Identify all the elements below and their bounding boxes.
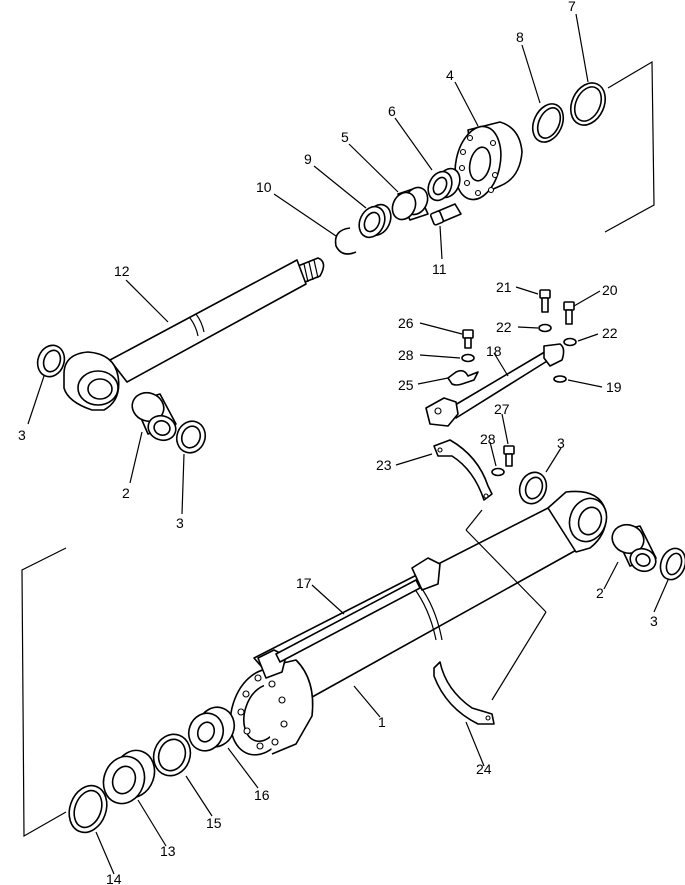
callout-labels: 7 8 4 6 5 9 10 11 12 3 2 3 21 20 22 22 2… <box>18 0 658 885</box>
callout-28b: 28 <box>480 431 496 447</box>
piston-rod-part <box>63 257 325 411</box>
bushing-part-5 <box>391 186 429 221</box>
callout-11: 11 <box>432 261 447 277</box>
pin-bushing-part-2b <box>611 523 657 573</box>
callout-23: 23 <box>376 457 392 473</box>
piston-part-13 <box>102 749 156 805</box>
callout-24: 24 <box>476 761 492 777</box>
clamp-link-line-a <box>465 509 483 531</box>
leader-lines <box>27 13 669 875</box>
callout-9: 9 <box>304 151 312 167</box>
cylinder-tube-part <box>229 490 608 756</box>
callout-5: 5 <box>341 129 349 145</box>
callout-12: 12 <box>114 263 130 279</box>
clamp-link-line-c <box>491 611 547 701</box>
bolt-part-11 <box>429 203 462 226</box>
callout-7: 7 <box>568 0 576 14</box>
callout-2a: 2 <box>122 485 130 501</box>
washer-part-28a <box>461 353 475 363</box>
bolt-part-21 <box>539 289 551 313</box>
washer-part-22a <box>538 323 552 333</box>
clamp-part-25 <box>447 369 479 386</box>
callout-16: 16 <box>254 787 270 803</box>
callout-18: 18 <box>486 343 502 359</box>
callout-3b: 3 <box>176 515 184 531</box>
callout-4: 4 <box>446 67 454 83</box>
callout-10: 10 <box>256 179 272 195</box>
group-bracket-bottom <box>21 547 67 838</box>
nut-part-16 <box>187 706 236 752</box>
callout-28a: 28 <box>398 347 414 363</box>
seal-part-6 <box>427 167 461 202</box>
callout-8: 8 <box>516 29 524 45</box>
callout-13: 13 <box>160 843 176 859</box>
seal-part-9 <box>358 203 392 239</box>
snap-ring-part <box>334 227 357 255</box>
callout-17: 17 <box>296 575 312 591</box>
tube-part-17 <box>275 579 421 663</box>
callout-27: 27 <box>494 401 510 417</box>
bushing-part-3b <box>175 420 207 454</box>
washer-part-28b <box>491 467 505 477</box>
callout-3d: 3 <box>650 613 658 629</box>
callout-20: 20 <box>602 282 618 298</box>
o-ring-part <box>569 82 607 126</box>
tube-part-18 <box>425 343 565 427</box>
pin-bushing-part-2a <box>131 391 177 442</box>
clamp-part-24 <box>433 661 495 725</box>
callout-6: 6 <box>388 103 396 119</box>
callout-22a: 22 <box>496 319 512 335</box>
callout-22b: 22 <box>602 325 618 341</box>
ring-part-15 <box>152 733 192 777</box>
group-bracket-top <box>604 60 655 233</box>
bushing-part-3a <box>36 344 66 378</box>
callout-15: 15 <box>206 815 222 831</box>
ring-part-14 <box>68 784 108 834</box>
callout-1: 1 <box>378 714 386 730</box>
callout-3c: 3 <box>557 435 565 451</box>
callout-2b: 2 <box>596 585 604 601</box>
bolt-part-20 <box>563 301 575 325</box>
washer-part-22b <box>563 337 577 347</box>
callout-19: 19 <box>606 379 622 395</box>
bushing-part-3c <box>518 471 548 505</box>
o-ring-part-19 <box>553 375 567 383</box>
callout-3a: 3 <box>18 427 26 443</box>
clamp-part-23 <box>433 439 493 501</box>
backup-ring-part <box>531 103 565 143</box>
cylinder-head-part <box>454 121 523 201</box>
callout-26: 26 <box>398 315 414 331</box>
callout-21: 21 <box>496 279 512 295</box>
bolt-part-27 <box>503 445 515 467</box>
bushing-part-3d <box>659 547 685 581</box>
bolt-part-26 <box>462 329 474 349</box>
callout-25: 25 <box>398 377 414 393</box>
callout-14: 14 <box>106 871 122 885</box>
clamp-link-line-b <box>465 529 547 613</box>
